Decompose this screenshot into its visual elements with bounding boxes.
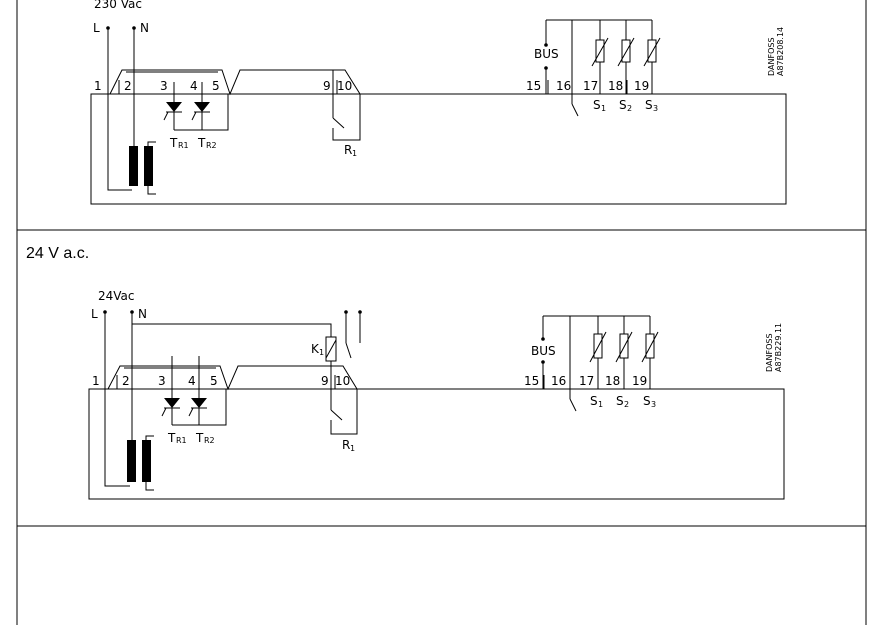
line-wire xyxy=(107,28,132,191)
triac-tr1 xyxy=(163,82,182,130)
sensor-s1 xyxy=(591,20,609,94)
bus-label: BUS xyxy=(531,344,556,358)
terminal-10: 10 xyxy=(335,374,350,388)
supply-label: 230 Vac xyxy=(94,0,142,11)
sensor-s3 xyxy=(641,316,659,389)
panel-title: 24 V a.c. xyxy=(26,245,90,262)
terminal-16: 16 xyxy=(556,79,571,93)
triac2-subscript: R2 xyxy=(204,436,215,445)
diagram-24vac: 24Vac L N 1 2 3 4 5 9 10 15 16 17 18 19 xyxy=(88,289,785,500)
terminal-5: 5 xyxy=(210,374,218,388)
line-label: L xyxy=(93,21,100,35)
terminal-10: 10 xyxy=(337,79,352,93)
terminal-1: 1 xyxy=(92,374,100,388)
triac-tr1 xyxy=(161,356,180,425)
triac1-label: T xyxy=(169,136,178,150)
contactor-label: K xyxy=(311,342,320,356)
sensor-s2 xyxy=(615,316,633,389)
relay-subscript: 1 xyxy=(352,149,357,158)
relay-r1 xyxy=(332,70,361,141)
drawing-code-maker: DANFOSS xyxy=(765,333,774,372)
sensor3-subscript: 3 xyxy=(651,400,656,409)
neutral-label: N xyxy=(138,307,147,321)
drawing-code-maker: DANFOSS xyxy=(767,37,776,76)
terminal-5: 5 xyxy=(212,79,220,93)
sensor2-subscript: 2 xyxy=(624,400,629,409)
bus-label: BUS xyxy=(534,47,559,61)
sensor1-subscript: 1 xyxy=(598,400,603,409)
terminal-3: 3 xyxy=(158,374,166,388)
contactor-supply-wire xyxy=(132,323,332,337)
contactor-k1 xyxy=(325,310,362,366)
input-switch xyxy=(569,398,577,412)
terminal-block-outline xyxy=(109,69,361,96)
transformer-core-left xyxy=(127,440,136,482)
terminal-19: 19 xyxy=(632,374,647,388)
terminal-1: 1 xyxy=(94,79,102,93)
sensor1-label: S xyxy=(593,98,601,112)
diagram-230vac: 230 Vac L N 1 2 3 4 5 9 10 15 16 17 18 1… xyxy=(90,0,787,205)
terminal-9: 9 xyxy=(321,374,329,388)
terminal-17: 17 xyxy=(583,79,598,93)
triac2-label: T xyxy=(195,431,204,445)
triac2-subscript: R2 xyxy=(206,141,217,150)
sensor3-subscript: 3 xyxy=(653,104,658,113)
sensor2-subscript: 2 xyxy=(627,104,632,113)
relay-r1 xyxy=(330,366,358,435)
transformer-core-left xyxy=(129,146,138,186)
terminal-9: 9 xyxy=(323,79,331,93)
relay-label: R xyxy=(344,143,352,157)
input-switch xyxy=(571,103,579,117)
triac1-subscript: R1 xyxy=(178,141,189,150)
sensor-s1 xyxy=(589,316,607,389)
sensor1-subscript: 1 xyxy=(601,104,606,113)
contactor-subscript: 1 xyxy=(319,348,324,357)
triac2-label: T xyxy=(197,136,206,150)
neutral-label: N xyxy=(140,21,149,35)
terminal-15: 15 xyxy=(526,79,541,93)
transformer-core-right xyxy=(144,146,153,186)
triac-tr2 xyxy=(191,82,210,130)
drawing-code-number: A87B229.11 xyxy=(774,323,783,372)
sensor-s3 xyxy=(643,20,661,94)
line-wire xyxy=(104,312,130,487)
sensor3-label: S xyxy=(643,394,651,408)
sensor2-label: S xyxy=(619,98,627,112)
triac1-subscript: R1 xyxy=(176,436,187,445)
terminal-4: 4 xyxy=(190,79,198,93)
terminal-15: 15 xyxy=(524,374,539,388)
supply-label: 24Vac xyxy=(98,289,135,303)
terminal-3: 3 xyxy=(160,79,168,93)
drawing-code-number: A87B208.14 xyxy=(776,27,785,76)
sensor-s2 xyxy=(617,20,635,94)
terminal-19: 19 xyxy=(634,79,649,93)
sensor1-label: S xyxy=(590,394,598,408)
terminal-17: 17 xyxy=(579,374,594,388)
terminal-4: 4 xyxy=(188,374,196,388)
controller-box xyxy=(88,388,785,500)
terminal-18: 18 xyxy=(605,374,620,388)
terminal-16: 16 xyxy=(551,374,566,388)
triac1-label: T xyxy=(167,431,176,445)
terminal-2: 2 xyxy=(122,374,130,388)
sensor3-label: S xyxy=(645,98,653,112)
terminal-18: 18 xyxy=(608,79,623,93)
terminal-2: 2 xyxy=(124,79,132,93)
terminal-block-outline xyxy=(107,365,358,391)
relay-label: R xyxy=(342,438,350,452)
relay-subscript: 1 xyxy=(350,444,355,453)
sensor2-label: S xyxy=(616,394,624,408)
line-label: L xyxy=(91,307,98,321)
controller-box xyxy=(90,93,787,205)
transformer-core-right xyxy=(142,440,151,482)
triac-tr2 xyxy=(188,356,207,425)
